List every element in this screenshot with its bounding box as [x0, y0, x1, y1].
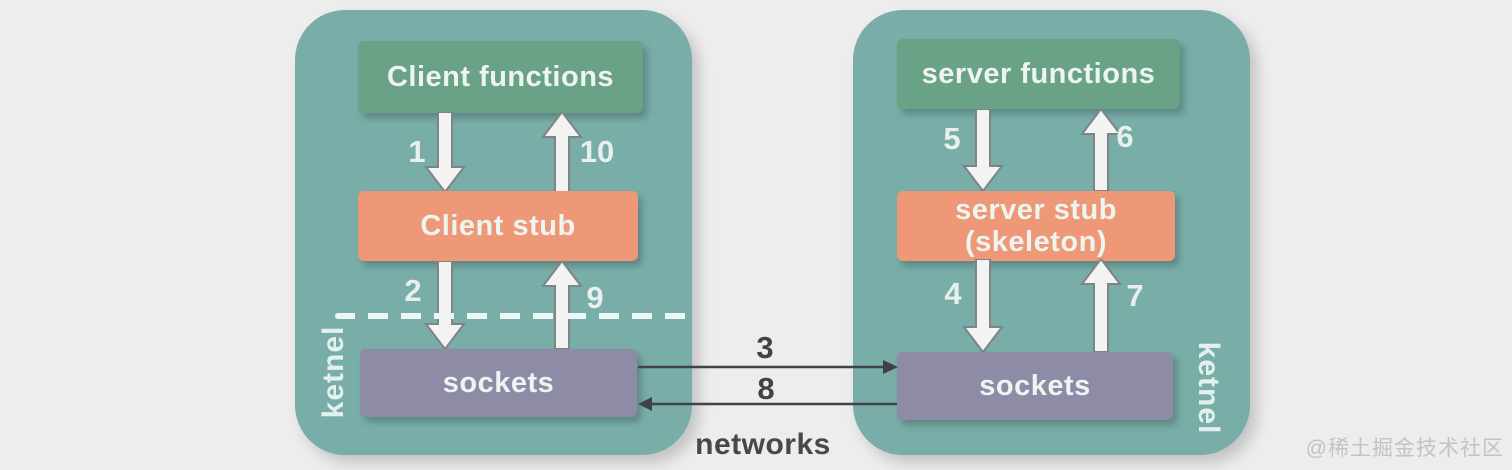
server-sockets-to-stub-up-arrow: [1079, 259, 1123, 352]
client-functions-label: Client functions: [386, 60, 615, 93]
server-stub-label-line2: (skeleton): [965, 226, 1107, 258]
step-4-label: 4: [944, 276, 962, 311]
networks-caption: networks: [695, 428, 831, 461]
client-kernel-side-label: ketnel: [317, 325, 350, 419]
server-stub-label-line1: server stub: [955, 193, 1117, 226]
server-sockets-label: sockets: [979, 369, 1091, 402]
step-1-label: 1: [408, 134, 426, 169]
step-5-label: 5: [943, 121, 961, 156]
server-stub-box: server stub (skeleton): [897, 191, 1175, 261]
client-sockets-box: sockets: [360, 349, 637, 417]
request-arrowhead-icon: [883, 360, 898, 374]
client-sockets-label: sockets: [442, 366, 555, 399]
client-functions-box: Client functions: [358, 41, 643, 113]
user-kernel-boundary-dashed-line: [335, 313, 690, 319]
server-functions-box: server functions: [897, 39, 1180, 109]
client-call-down-arrow: [423, 112, 467, 192]
server-stub-to-sockets-down-arrow: [961, 259, 1005, 352]
server-dispatch-down-arrow: [961, 109, 1005, 191]
stub-to-sockets-down-arrow: [423, 261, 467, 349]
step-3-label: 3: [756, 330, 774, 365]
server-kernel-side-label: ketnel: [1192, 341, 1225, 435]
server-sockets-box: sockets: [897, 352, 1173, 420]
server-functions-label: server functions: [921, 57, 1156, 90]
step-10-label: 10: [579, 134, 615, 169]
client-machine-panel: Client functions 1 10 Client stub 2 9 so…: [295, 10, 692, 455]
watermark: @稀土掘金技术社区: [1305, 437, 1504, 460]
server-result-up-arrow: [1079, 109, 1123, 191]
step-6-label: 6: [1116, 119, 1134, 154]
step-9-label: 9: [586, 280, 604, 315]
server-machine-panel: server functions 5 6 server stub (skelet…: [853, 10, 1250, 455]
response-arrowhead-icon: [638, 397, 652, 411]
network-transfer-arrows: [638, 360, 898, 411]
step-7-label: 7: [1126, 278, 1144, 313]
sockets-to-stub-up-arrow: [540, 261, 584, 349]
client-stub-box: Client stub: [358, 191, 638, 261]
step-2-label: 2: [404, 273, 422, 308]
client-stub-label: Client stub: [420, 209, 576, 242]
step-8-label: 8: [757, 371, 775, 406]
client-return-up-arrow: [540, 112, 584, 192]
